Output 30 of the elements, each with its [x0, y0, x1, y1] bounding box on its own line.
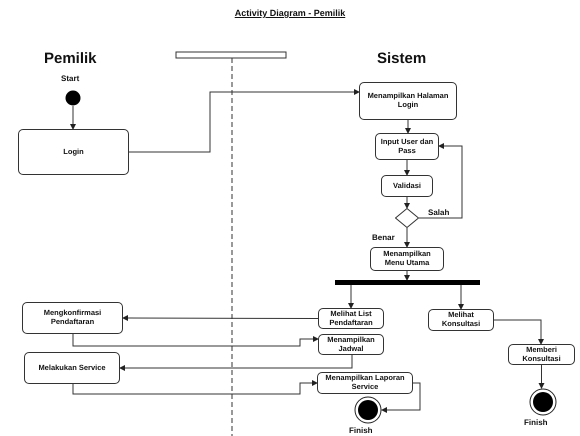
- arrow: [72, 380, 318, 394]
- arrow: [119, 354, 352, 371]
- arrow: [418, 143, 462, 218]
- arrow: [122, 315, 318, 322]
- arrow: [72, 334, 319, 346]
- arrow: [458, 284, 464, 310]
- arrow: [70, 106, 76, 130]
- arrow: [404, 270, 410, 281]
- initial-node: [65, 90, 81, 106]
- decision-diamond: [395, 208, 419, 228]
- lane-title: Sistem: [377, 50, 426, 67]
- final-node: [529, 388, 557, 416]
- arrow: [404, 196, 410, 209]
- diagram-title: Activity Diagram - Pemilik: [234, 8, 346, 18]
- edge-label: Salah: [428, 208, 450, 217]
- node-caption: Finish: [349, 426, 373, 435]
- node-caption: Finish: [524, 418, 548, 427]
- arrow: [348, 284, 354, 309]
- arrow: [404, 228, 410, 248]
- fork-bar: [335, 280, 480, 285]
- final-node: [354, 396, 382, 424]
- arrow: [405, 120, 411, 134]
- arrow: [538, 364, 544, 389]
- node-caption: Start: [61, 74, 80, 83]
- arrow: [381, 382, 420, 413]
- lane-title: Pemilik: [44, 50, 97, 67]
- arrow: [404, 160, 410, 176]
- arrow: [494, 320, 544, 345]
- arrow: [128, 89, 360, 152]
- edge-label: Benar: [372, 233, 395, 242]
